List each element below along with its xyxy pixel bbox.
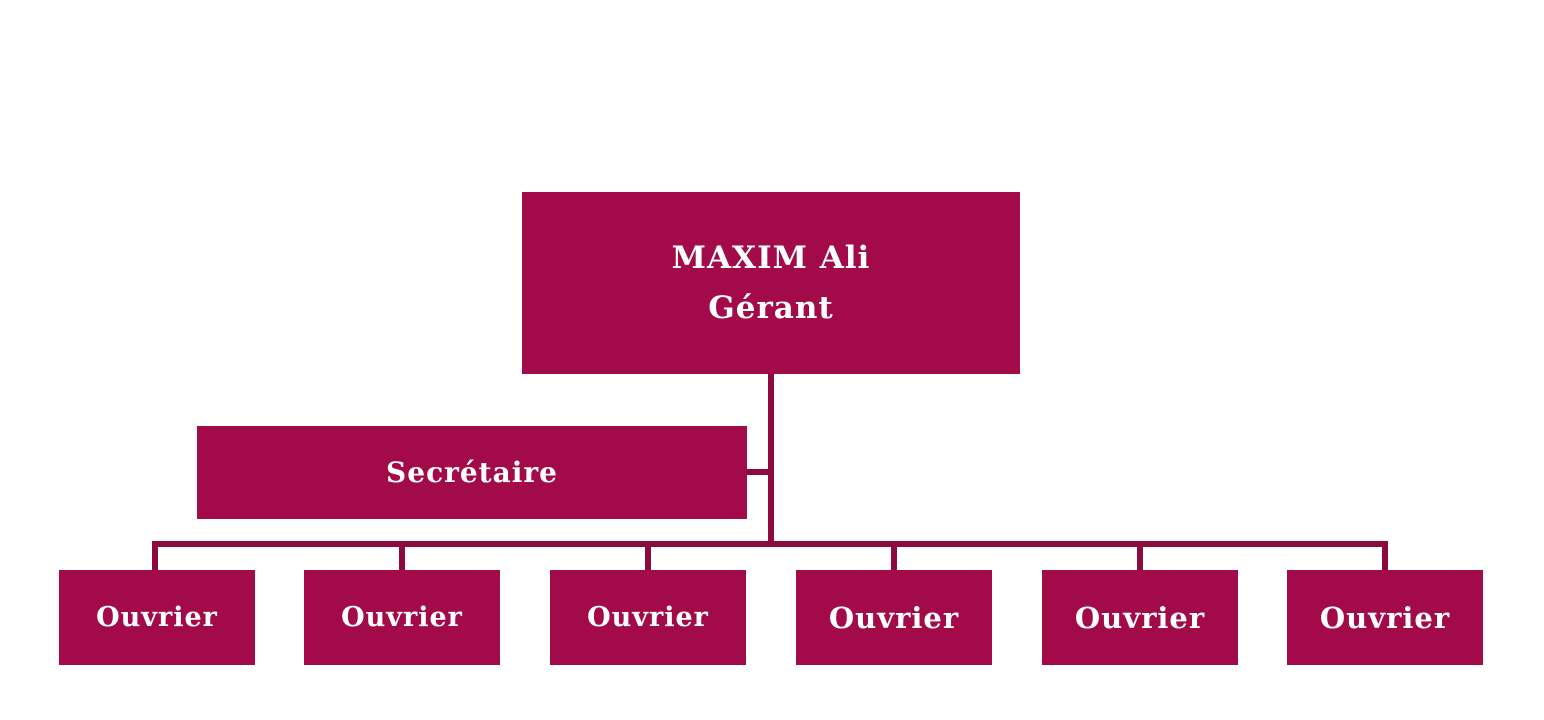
worker-title: Ouvrier <box>587 602 709 633</box>
org-node-worker: Ouvrier <box>796 570 992 665</box>
connector-workers-rail <box>152 541 1388 547</box>
worker-title: Ouvrier <box>1074 600 1206 635</box>
root-title: Gérant <box>708 290 834 326</box>
org-node-assistant: Secrétaire <box>197 426 747 519</box>
org-node-worker: Ouvrier <box>550 570 746 665</box>
worker-title: Ouvrier <box>828 600 960 635</box>
org-node-root: MAXIM Ali Gérant <box>522 192 1020 374</box>
worker-title: Ouvrier <box>1319 600 1451 635</box>
org-node-worker: Ouvrier <box>1042 570 1238 665</box>
org-node-worker: Ouvrier <box>59 570 255 665</box>
connector-worker-drop <box>152 541 158 571</box>
org-node-worker: Ouvrier <box>1287 570 1483 665</box>
connector-worker-drop <box>1382 541 1388 571</box>
connector-worker-drop <box>645 541 651 571</box>
connector-worker-drop <box>399 541 405 571</box>
connector-root-trunk <box>768 374 774 547</box>
connector-worker-drop <box>891 541 897 571</box>
worker-title: Ouvrier <box>96 602 218 633</box>
assistant-title: Secrétaire <box>386 456 558 489</box>
root-name: MAXIM Ali <box>671 240 871 276</box>
worker-title: Ouvrier <box>341 602 463 633</box>
connector-assistant-stub <box>747 469 771 475</box>
org-node-worker: Ouvrier <box>304 570 500 665</box>
connector-worker-drop <box>1137 541 1143 571</box>
